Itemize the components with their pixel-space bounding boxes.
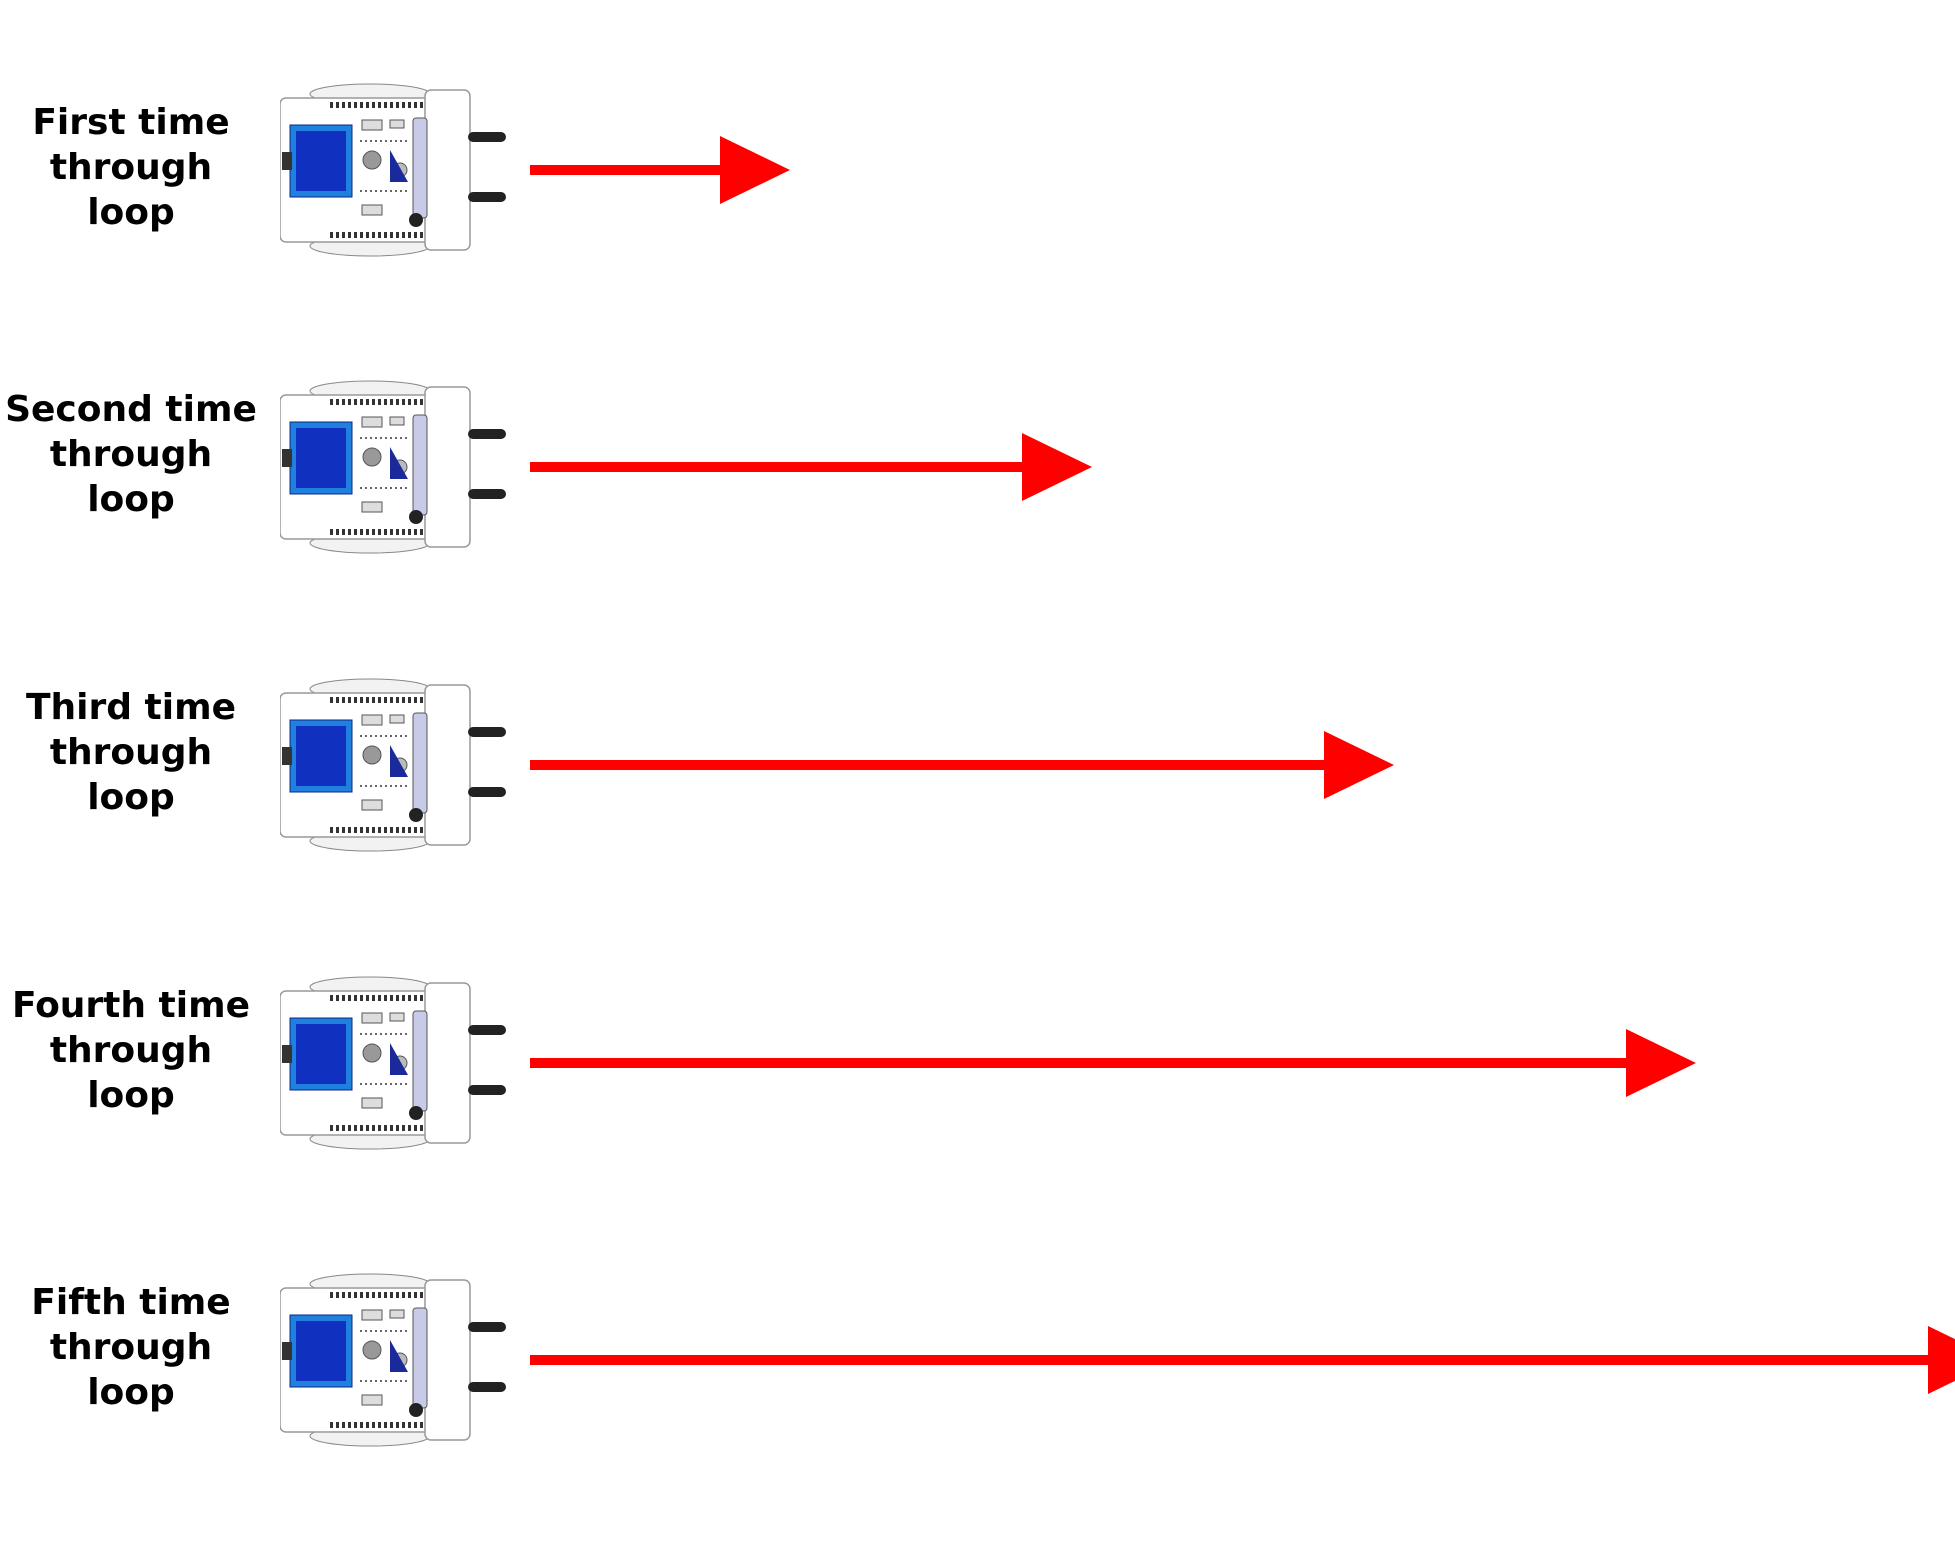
right-arrow-icon: [530, 1029, 1696, 1097]
arrow-head: [1626, 1029, 1696, 1097]
row-label: Second time through loop: [5, 389, 257, 520]
loop-row-1: First time through loop: [0, 60, 1955, 320]
right-arrow-icon: [530, 136, 790, 204]
arrow-shaft: [530, 1355, 1932, 1365]
robot-top-view-icon: [279, 80, 510, 260]
row-label: Fifth time through loop: [31, 1282, 231, 1413]
loop-row-3: Third time through loop: [0, 655, 1955, 915]
arrow-head: [1324, 731, 1394, 799]
arrow-head: [1022, 433, 1092, 501]
robot-top-view-icon: [279, 973, 510, 1153]
robot-top-view-icon: [279, 675, 510, 855]
arrow-head: [720, 136, 790, 204]
loop-row-5: Fifth time through loop: [0, 1250, 1955, 1510]
loop-row-4: Fourth time through loop: [0, 953, 1955, 1213]
robot-top-view-icon: [279, 377, 510, 557]
right-arrow-icon: [530, 1326, 1955, 1394]
robot-top-view-icon: [279, 1270, 510, 1450]
row-label: Third time through loop: [25, 687, 237, 818]
arrow-shaft: [530, 462, 1026, 472]
loop-row-2: Second time through loop: [0, 357, 1955, 617]
right-arrow-icon: [530, 433, 1092, 501]
arrow-shaft: [530, 165, 724, 175]
right-arrow-icon: [530, 731, 1394, 799]
row-label: First time through loop: [32, 102, 230, 233]
row-label: Fourth time through loop: [11, 985, 251, 1116]
arrow-shaft: [530, 760, 1328, 770]
arrow-shaft: [530, 1058, 1630, 1068]
arrow-head: [1928, 1326, 1955, 1394]
